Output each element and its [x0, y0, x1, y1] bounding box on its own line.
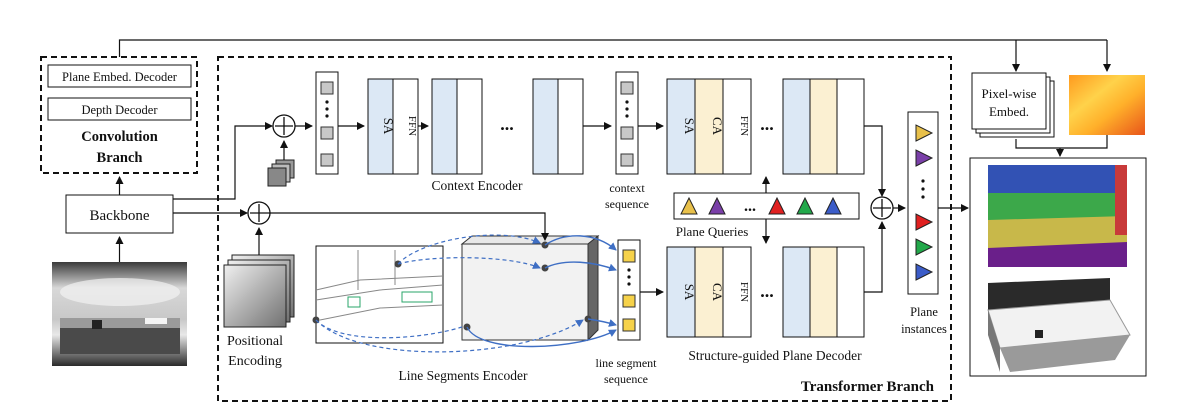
pixel-wise-embed-label-2: Embed. — [989, 104, 1029, 119]
positional-encoding-label-2: Encoding — [228, 354, 282, 369]
pixel-wise-embed-label-1: Pixel-wise — [982, 86, 1037, 101]
transformer-branch-box — [217, 56, 952, 402]
context-encoder-block-2 — [431, 78, 483, 175]
positional-encoding-small-icon — [267, 159, 295, 187]
line-segments-encoder-cube — [460, 234, 600, 342]
context-encoder-label: Context Encoder — [431, 178, 523, 193]
segmentation-output-image — [988, 165, 1127, 267]
line-segment-sequence-column — [617, 239, 641, 341]
plane-decoder-bottom-block-1 — [666, 246, 752, 338]
add-icon-context — [272, 114, 296, 138]
decoder-bottom-ffn-label: FFN — [738, 282, 750, 302]
plane-decoder-top-block-1 — [666, 78, 752, 175]
backbone-box — [65, 194, 174, 234]
context-ellipsis: ... — [500, 114, 514, 134]
context-token-column-input — [315, 71, 339, 175]
input-image — [52, 262, 187, 366]
plane-instances-column — [907, 111, 939, 295]
line-segment-sequence-label-2: sequence — [604, 372, 648, 386]
line-segment-solid-arrows — [466, 235, 617, 348]
decoder-bottom-ellipsis: ... — [760, 281, 774, 301]
line-segments-encoder-label: Line Segments Encoder — [399, 368, 528, 383]
plane-3d-output-image — [987, 278, 1131, 372]
positional-encoding-label-1: Positional — [227, 334, 283, 349]
depth-heatmap — [1069, 75, 1145, 135]
plane-decoder-top-block-2 — [782, 78, 865, 175]
depth-decoder-box — [47, 97, 192, 121]
decoder-top-ffn-label: FFN — [738, 116, 750, 136]
plane-decoder-label: Structure-guided Plane Decoder — [688, 348, 862, 363]
line-segment-dashed-arrows — [315, 234, 584, 353]
depth-decoder-label: Depth Decoder — [81, 103, 158, 117]
line-segment-image — [312, 245, 444, 344]
add-icon-output — [870, 196, 894, 220]
positional-encoding-stack — [223, 254, 295, 328]
context-sequence-label-1: context — [609, 181, 645, 195]
plane-decoder-bottom-block-2 — [782, 246, 865, 338]
add-icon-line — [247, 201, 271, 225]
convolution-branch-title-2: Branch — [97, 150, 143, 166]
context-encoder-block-3 — [532, 78, 584, 175]
backbone-label: Backbone — [90, 208, 150, 224]
convolution-branch-title-1: Convolution — [81, 129, 158, 145]
context-sequence-column — [615, 71, 639, 175]
context-ffn-label: FFN — [406, 116, 418, 136]
decoder-top-ellipsis: ... — [760, 114, 774, 134]
decoder-bottom-ca-label: CA — [710, 283, 725, 302]
convolution-branch: Plane Embed. Decoder Depth Decoder Convo… — [40, 56, 198, 174]
plane-instances-label-2: instances — [901, 322, 947, 336]
context-sa-label: SA — [381, 118, 396, 135]
plane-embed-decoder-box — [47, 64, 192, 88]
decoder-top-sa-label: SA — [682, 118, 697, 135]
plane-embed-decoder-label: Plane Embed. Decoder — [62, 70, 178, 84]
decoder-bottom-sa-label: SA — [682, 284, 697, 301]
plane-instances-label-1: Plane — [910, 305, 938, 319]
decoder-top-ca-label: CA — [710, 117, 725, 136]
context-sequence-label-2: sequence — [605, 197, 649, 211]
transformer-branch-title: Transformer Branch — [801, 379, 935, 395]
line-segment-sequence-label-1: line segment — [596, 356, 658, 370]
plane-queries-label: Plane Queries — [676, 224, 749, 239]
plane-queries-ellipsis: ... — [744, 198, 756, 215]
plane-queries-box — [673, 192, 860, 220]
pixel-wise-embed-stack — [971, 72, 1055, 138]
